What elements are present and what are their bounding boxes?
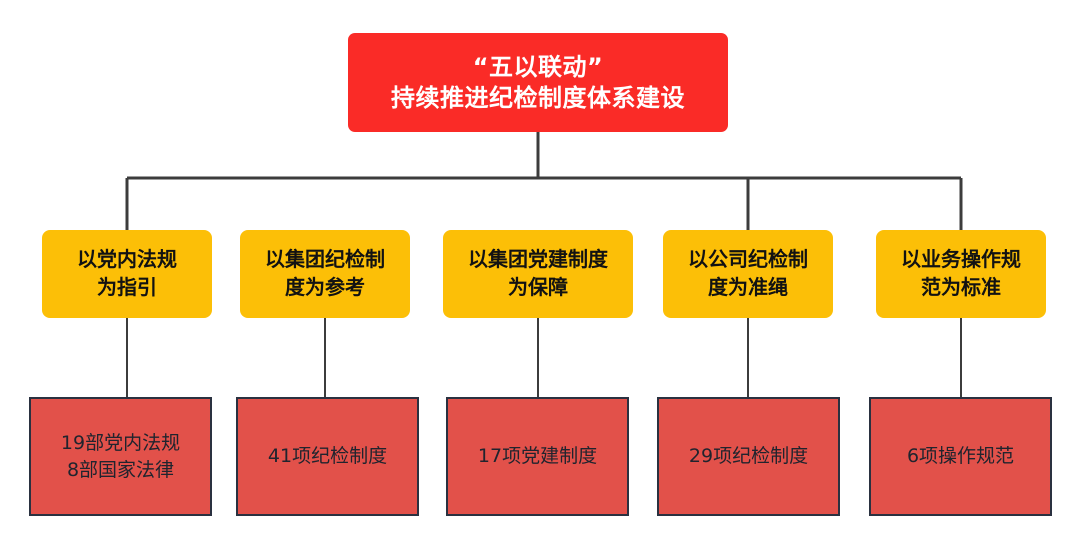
leaf-node-3[interactable]: 17项党建制度 bbox=[446, 397, 629, 516]
mid-node-1[interactable]: 以党内法规 为指引 bbox=[42, 230, 212, 318]
leaf-node-4[interactable]: 29项纪检制度 bbox=[657, 397, 840, 516]
mid-node-5[interactable]: 以业务操作规 范为标准 bbox=[876, 230, 1046, 318]
mid-node-3-line-2: 为保障 bbox=[508, 275, 568, 299]
root-node-title[interactable]: “五以联动” 持续推进纪检制度体系建设 bbox=[348, 33, 728, 132]
mid-node-1-line-1: 以党内法规 bbox=[77, 247, 177, 272]
leaf-node-1[interactable]: 19部党内法规 8部国家法律 bbox=[29, 397, 212, 516]
mid-node-3-line-1: 以集团党建制度 bbox=[468, 247, 608, 272]
leaf-node-2[interactable]: 41项纪检制度 bbox=[236, 397, 419, 516]
mid-node-2-line-2: 度为参考 bbox=[285, 275, 365, 299]
mid-node-4-line-2: 度为准绳 bbox=[708, 275, 788, 299]
leaf-node-3-line-1: 17项党建制度 bbox=[477, 445, 598, 468]
leaf-node-1-line-2: 8部国家法律 bbox=[66, 458, 175, 481]
root-title-line-2: 持续推进纪检制度体系建设 bbox=[391, 83, 685, 112]
mid-node-4[interactable]: 以公司纪检制 度为准绳 bbox=[663, 230, 833, 318]
leaf-node-5[interactable]: 6项操作规范 bbox=[869, 397, 1052, 516]
mid-node-5-line-2: 范为标准 bbox=[921, 275, 1001, 299]
mid-node-3[interactable]: 以集团党建制度 为保障 bbox=[443, 230, 633, 318]
leaf-node-2-line-1: 41项纪检制度 bbox=[267, 445, 388, 468]
mid-node-1-line-2: 为指引 bbox=[97, 275, 157, 299]
leaf-node-4-line-1: 29项纪检制度 bbox=[688, 445, 809, 468]
mid-node-4-line-1: 以公司纪检制 bbox=[688, 247, 808, 272]
leaf-node-1-line-1: 19部党内法规 bbox=[60, 432, 181, 455]
leaf-node-5-line-1: 6项操作规范 bbox=[906, 445, 1015, 468]
mid-node-2-line-1: 以集团纪检制 bbox=[265, 247, 385, 272]
root-title-line-1: “五以联动” bbox=[472, 52, 604, 81]
mid-node-5-line-1: 以业务操作规 bbox=[901, 247, 1021, 272]
mid-node-2[interactable]: 以集团纪检制 度为参考 bbox=[240, 230, 410, 318]
